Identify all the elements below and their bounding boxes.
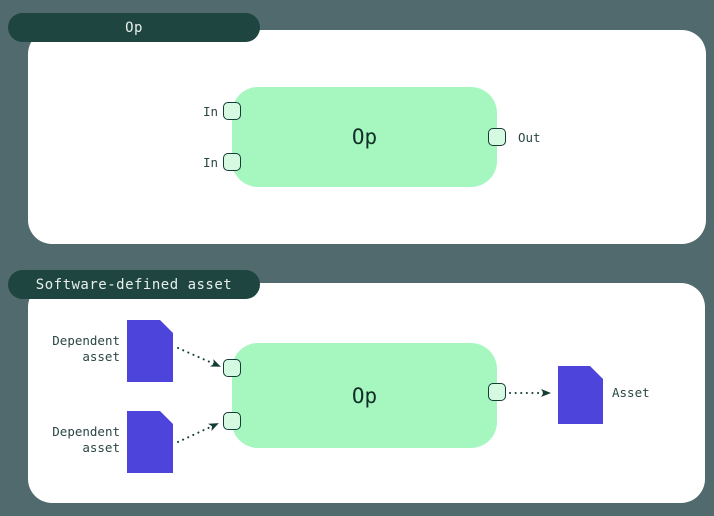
op-node-label: Op <box>351 383 378 408</box>
op-node: Op <box>232 87 497 187</box>
input-port-label: In <box>202 155 218 170</box>
output-port <box>488 128 506 146</box>
dependent-asset-label: Dependent asset <box>52 333 120 364</box>
tab-op-label: Op <box>125 19 143 36</box>
input-port <box>223 153 241 171</box>
asset-label: Asset <box>612 385 650 400</box>
dependent-asset-icon <box>127 411 173 473</box>
tab-software-defined-asset: Software-defined asset <box>8 270 260 299</box>
tab-op: Op <box>8 13 260 42</box>
dependent-asset-label: Dependent asset <box>52 424 120 455</box>
op-node-label: Op <box>351 125 378 149</box>
op-node: Op <box>232 343 497 448</box>
dependent-asset-icon <box>127 320 173 382</box>
arrow-dependent-asset-1-to-input <box>177 347 221 367</box>
input-port <box>223 412 241 430</box>
software-defined-asset-panel: Dependent asset Dependent asset Op Asset <box>28 283 705 503</box>
input-port <box>223 359 241 377</box>
output-port-label: Out <box>518 130 541 145</box>
input-port-label: In <box>202 104 218 119</box>
input-port <box>223 102 241 120</box>
output-port <box>488 383 506 401</box>
op-panel: Op In In Out <box>28 30 706 244</box>
asset-icon <box>558 366 603 424</box>
tab-software-defined-asset-label: Software-defined asset <box>35 276 233 293</box>
arrow-dependent-asset-2-to-input <box>177 423 219 443</box>
